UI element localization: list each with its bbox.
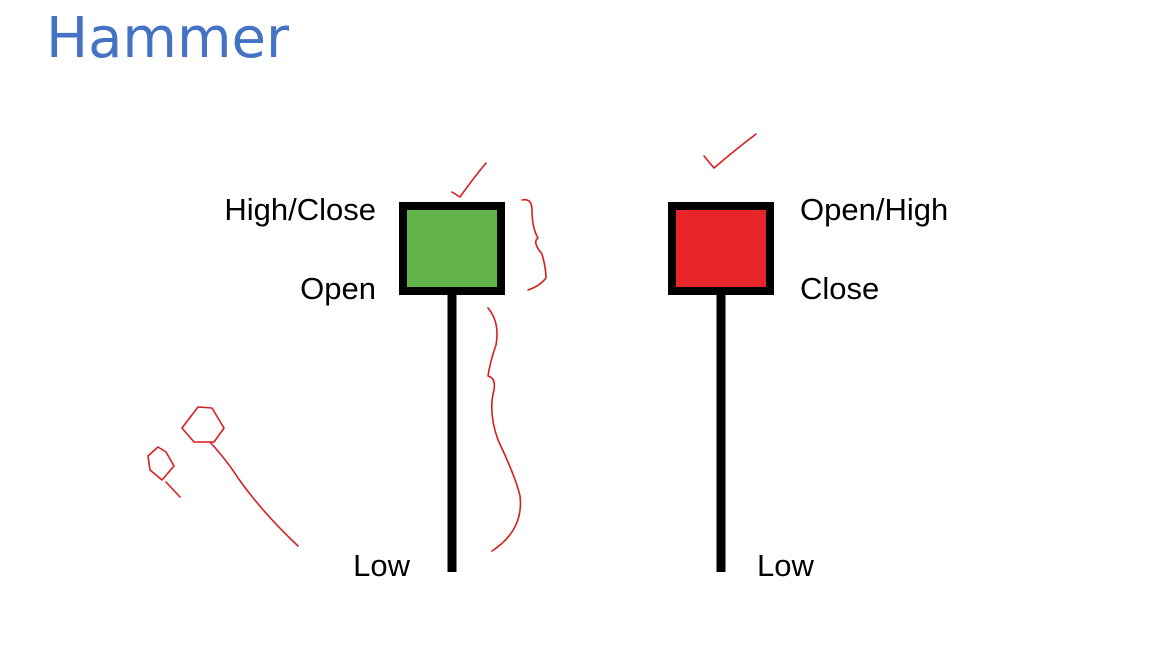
bullish-candle: High/Close Open Low: [224, 192, 505, 583]
brace-annotation-body: [521, 198, 547, 291]
bullish-candle-body: [399, 202, 505, 295]
bullish-label-high-close: High/Close: [224, 192, 376, 227]
bearish-label-open-high: Open/High: [800, 192, 948, 227]
bearish-label-low: Low: [757, 548, 814, 583]
bullish-label-open: Open: [300, 271, 376, 306]
slide-title: Hammer: [46, 6, 290, 71]
bullish-label-low: Low: [353, 548, 410, 583]
brace-annotation-wick: [487, 307, 522, 552]
checkmark-annotation-bullish: [451, 162, 487, 198]
hammer-sketch-annotation-1: [147, 446, 181, 498]
handwritten-annotations: [147, 133, 757, 552]
hammer-sketch-annotation-2: [181, 406, 299, 547]
bearish-label-close: Close: [800, 271, 879, 306]
bearish-candle: Open/High Close Low: [668, 192, 948, 583]
bearish-candle-body: [668, 202, 774, 295]
checkmark-annotation-bearish: [703, 133, 757, 169]
